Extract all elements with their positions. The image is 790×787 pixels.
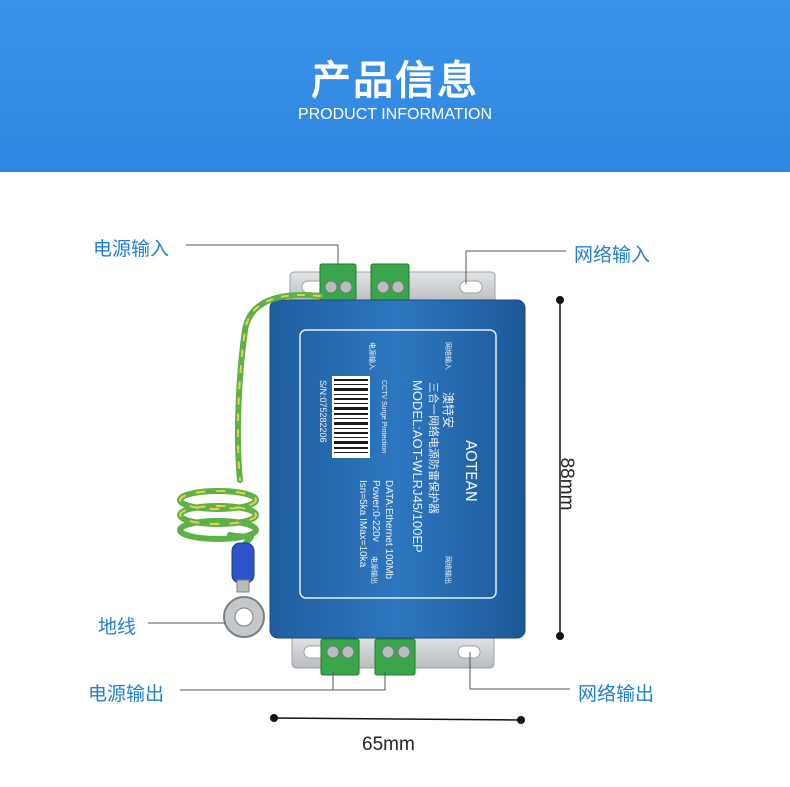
label-data-rate: DATA:Ethernet 100Mb [383, 480, 394, 580]
page-title: 产品信息 [311, 58, 479, 104]
label-term-power-out: 电源输出 [370, 556, 379, 584]
terminal-network-out [374, 638, 416, 676]
callout-line-power-out-2 [333, 672, 386, 691]
dimension-width [270, 714, 525, 724]
label-term-net-out: 网络输出 [444, 556, 453, 584]
label-power: Power:0-220v [370, 480, 381, 542]
bottom-mount-slot-right [457, 645, 481, 659]
label-brand-cn: 澳特安 [441, 392, 456, 428]
callout-power-output: 电源输出 [88, 683, 165, 705]
callout-line-power-in [186, 244, 339, 265]
label-term-net-in: 网络输入 [444, 342, 453, 370]
top-mount-slot-right [459, 280, 483, 294]
ring-lug [223, 542, 265, 638]
callout-line-network-out [469, 652, 570, 690]
dimension-width-label: 65mm [362, 734, 415, 755]
ground-wire [177, 292, 323, 548]
callout-power-input: 电源输入 [93, 238, 170, 260]
terminal-power-in [319, 263, 357, 301]
callout-network-input: 网络输入 [574, 244, 651, 266]
terminal-network-in [370, 263, 410, 301]
dimension-height-label: 88mm [556, 457, 577, 511]
label-product-cn: 三合一网络电源防雷保护器 [427, 382, 441, 514]
label-panel [299, 329, 497, 599]
callout-line-network-in [465, 250, 566, 284]
callout-ground-wire: 地线 [98, 616, 137, 638]
label-model: MODEL:AOT-WLRJ45/100EP [410, 380, 425, 553]
label-current: Isn=5ka IMax=10ka [357, 480, 368, 568]
dimension-height [556, 296, 564, 640]
header-banner: 产品信息 PRODUCT INFORMATION [0, 0, 790, 172]
page-subtitle: PRODUCT INFORMATION [297, 106, 493, 123]
label-cctv: CCTV Surge Protection [380, 380, 387, 453]
terminal-power-out [320, 638, 360, 676]
barcode [332, 376, 370, 458]
callout-line-power-out [180, 672, 334, 691]
callout-lines [148, 244, 570, 691]
label-brand-en: AOTEAN [462, 440, 480, 502]
label-term-power-in: 电源输入 [368, 342, 377, 370]
label-serial: S/N:075282206 [318, 380, 328, 443]
device-body [269, 299, 526, 639]
callout-network-output: 网络输出 [578, 683, 655, 705]
